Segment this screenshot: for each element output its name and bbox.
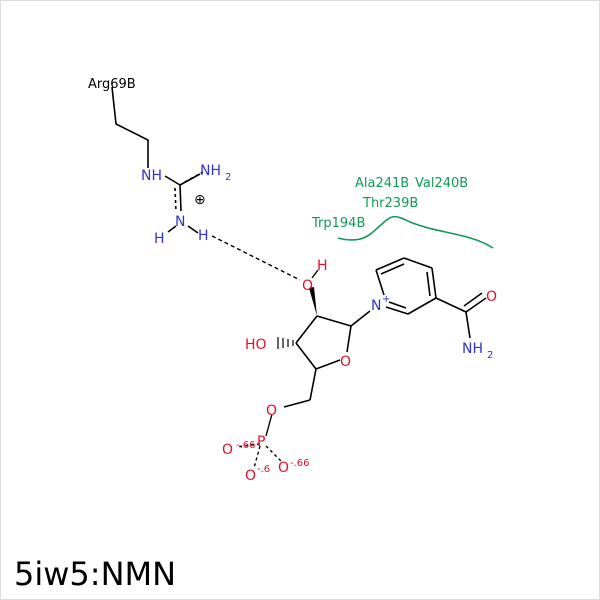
arg-n-h-left-bond — [167, 225, 177, 233]
hash-bond-ho — [277, 337, 294, 349]
o-bottom-charge: -.6 — [257, 464, 270, 475]
arg-n-atom: N — [175, 214, 185, 230]
amide-co-bond — [465, 297, 487, 313]
p-o-right-bond — [265, 445, 283, 463]
o-h-bond — [311, 269, 319, 279]
diagram-title: 5iw5:NMN — [14, 555, 176, 593]
pyridinium-n-atom: N — [371, 298, 381, 314]
arg-delocalized-bond — [174, 187, 177, 213]
arg-nh2-atom: NH — [200, 163, 221, 179]
o-left-atom: O — [222, 442, 233, 458]
pyr-bond-6b — [388, 301, 407, 309]
pyridinium-ring — [375, 257, 487, 339]
pyr-bond-5 — [407, 297, 437, 315]
val-label: Val240B — [415, 176, 468, 191]
o-top-atom: O — [302, 278, 313, 294]
arg-chain-bond — [111, 86, 149, 168]
pyr-bond-6 — [385, 306, 409, 315]
h-top-atom: H — [317, 258, 328, 274]
arginine-residue — [111, 86, 204, 234]
o-p-bond — [265, 413, 273, 437]
arg-nh2-subscript: 2 — [225, 172, 231, 183]
amide-nh2-atom: NH — [462, 341, 483, 357]
amide-o-atom: O — [486, 289, 497, 305]
link-oxygen-atom: O — [266, 403, 277, 419]
pyr-bond-4 — [431, 267, 437, 299]
o-right-charge: -.66 — [290, 458, 310, 469]
ring-oxygen-atom: O — [340, 354, 351, 370]
arg-n-h-right-bond — [187, 225, 199, 234]
positive-charge-icon: ⊕ — [194, 192, 206, 208]
o-right-atom: O — [278, 460, 289, 476]
pyr-bond-3 — [403, 257, 433, 269]
arg-nh-c-bond — [164, 175, 181, 186]
p-o-left-bond — [235, 443, 261, 448]
ribose-bond-3 — [315, 359, 341, 370]
phosphate-group — [235, 413, 283, 469]
amide-co-double-bond — [463, 292, 483, 307]
trp-label: Trp194B — [311, 216, 365, 231]
wedge-bond-oh-top — [309, 287, 317, 316]
hydrophobic-contact-arc — [337, 215, 494, 249]
arg-label: Arg69B — [88, 77, 136, 92]
c5-o-bond — [283, 399, 311, 408]
pyr-bond-4b — [426, 271, 431, 297]
ribose-n-bond — [350, 310, 371, 327]
ala-label: Ala241B — [355, 176, 409, 191]
thr-label: Thr239B — [362, 196, 418, 211]
arg-h-right-atom: H — [198, 228, 209, 244]
arg-c-n-bond — [179, 184, 182, 212]
pyr-bond-1 — [375, 269, 385, 296]
amide-cn-bond — [465, 311, 471, 339]
pyr-bond-2b — [380, 263, 405, 275]
amide-c-bond — [435, 297, 467, 313]
phosphorus-atom: P — [257, 434, 265, 450]
ribose-c5-bond — [309, 368, 317, 401]
ribose-bond-5 — [295, 315, 318, 344]
o-bottom-atom: O — [245, 468, 256, 484]
arg-h-left-atom: H — [154, 231, 165, 247]
pyridinium-charge: + — [382, 294, 390, 305]
ribose-bond-4 — [295, 342, 317, 370]
amide-nh2-subscript: 2 — [487, 350, 493, 361]
arg-nh-atom: NH — [141, 168, 162, 184]
p-o-bottom-bond — [253, 445, 261, 469]
pyr-bond-2 — [375, 257, 405, 271]
ho-atom: HO — [245, 337, 267, 353]
ribose-bond-1 — [316, 315, 352, 327]
hydrogen-bond — [211, 235, 301, 281]
o-left-charge: -.66 — [236, 440, 256, 451]
ribose-bond-2 — [346, 325, 352, 353]
ribose-ring — [283, 310, 371, 408]
